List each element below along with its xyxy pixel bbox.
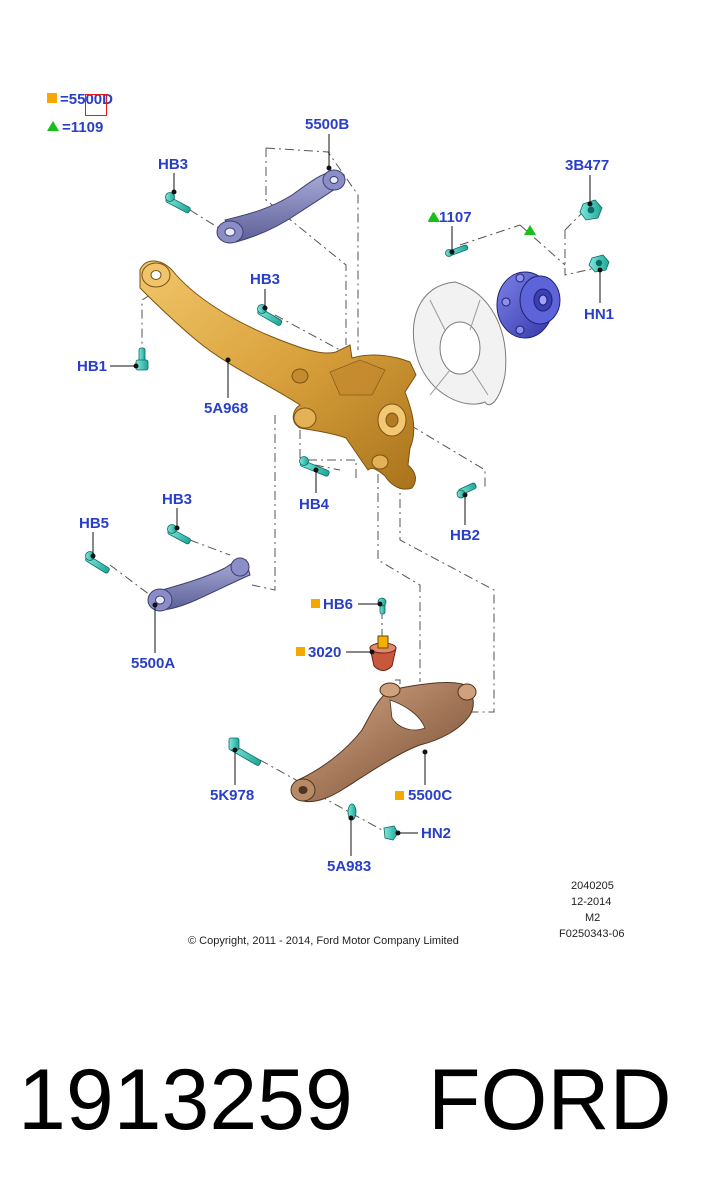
label-hb1: HB1 bbox=[77, 358, 108, 375]
orange-square-icon bbox=[47, 93, 57, 103]
square-marker-3020 bbox=[296, 647, 305, 656]
label-hb3-mid: HB3 bbox=[250, 271, 281, 288]
label-5k978: 5K978 bbox=[210, 787, 255, 804]
nut-hn1 bbox=[588, 254, 610, 273]
highlight-box bbox=[85, 94, 107, 116]
label-3020: 3020 bbox=[308, 644, 342, 661]
upper-arm-5500b bbox=[216, 169, 346, 244]
bolt-hb5 bbox=[85, 551, 110, 574]
diagram-code: 2040205 bbox=[571, 880, 614, 892]
bolt-hb3-low bbox=[167, 524, 191, 545]
bushing-3020 bbox=[369, 635, 397, 671]
label-hb2: HB2 bbox=[450, 527, 481, 544]
label-hb5: HB5 bbox=[79, 515, 110, 532]
legend-equals: = bbox=[60, 91, 69, 108]
green-triangle-icon bbox=[47, 121, 59, 131]
label-hb6: HB6 bbox=[323, 596, 354, 613]
label-hn2: HN2 bbox=[421, 825, 452, 842]
assembly-lines bbox=[109, 147, 597, 831]
square-marker-hb6 bbox=[311, 599, 320, 608]
label-hn1: HN1 bbox=[584, 306, 615, 323]
label-hb3-top: HB3 bbox=[158, 156, 189, 173]
label-1107: 1107 bbox=[428, 209, 472, 227]
label-5a968: 5A968 bbox=[204, 400, 249, 417]
nut-3b477 bbox=[579, 199, 603, 221]
green-triangle-icon bbox=[428, 212, 438, 221]
lower-arm-5500a bbox=[147, 557, 251, 612]
diagram-date: 12-2014 bbox=[571, 896, 612, 908]
diagram-figure-id: F0250343-06 bbox=[559, 928, 625, 940]
wheel-hub-1109 bbox=[496, 271, 561, 339]
lower-control-arm-5500c bbox=[290, 682, 477, 803]
bolt-hb3-top bbox=[165, 192, 191, 214]
legend-triangle-row: =1109 bbox=[47, 119, 103, 137]
label-5500b: 5500B bbox=[305, 116, 350, 133]
square-marker-5500c bbox=[395, 791, 404, 800]
bolt-hb3-mid bbox=[257, 304, 283, 326]
label-hb4: HB4 bbox=[299, 496, 330, 513]
suspension-diagram bbox=[85, 134, 610, 856]
bolt-hb1 bbox=[135, 347, 149, 371]
part-number: 1913259 bbox=[18, 1052, 353, 1148]
brand-name: FORD bbox=[428, 1052, 672, 1148]
label-hb3-low: HB3 bbox=[162, 491, 193, 508]
label-5a983: 5A983 bbox=[327, 858, 372, 875]
nut-hn2 bbox=[383, 825, 399, 841]
triangle-marker-hub bbox=[524, 225, 536, 235]
leader-lines bbox=[90, 134, 603, 856]
legend-square-ref: 5500D bbox=[68, 91, 113, 108]
label-5500a: 5500A bbox=[131, 655, 176, 672]
knuckle-5a968 bbox=[139, 260, 417, 490]
label-3b477: 3B477 bbox=[565, 157, 610, 174]
label-5500c: 5500C bbox=[408, 787, 453, 804]
brake-shield bbox=[412, 281, 507, 406]
stud-1107 bbox=[445, 244, 469, 257]
legend-triangle-ref: 1109 bbox=[70, 119, 104, 136]
diagram-model: M2 bbox=[585, 912, 601, 924]
label-1107-text: 1107 bbox=[439, 209, 472, 226]
copyright-notice: © Copyright, 2011 - 2014, Ford Motor Com… bbox=[188, 935, 459, 947]
legend-equals-2: = bbox=[62, 119, 71, 136]
legend-square-row: =5500D bbox=[47, 91, 113, 109]
